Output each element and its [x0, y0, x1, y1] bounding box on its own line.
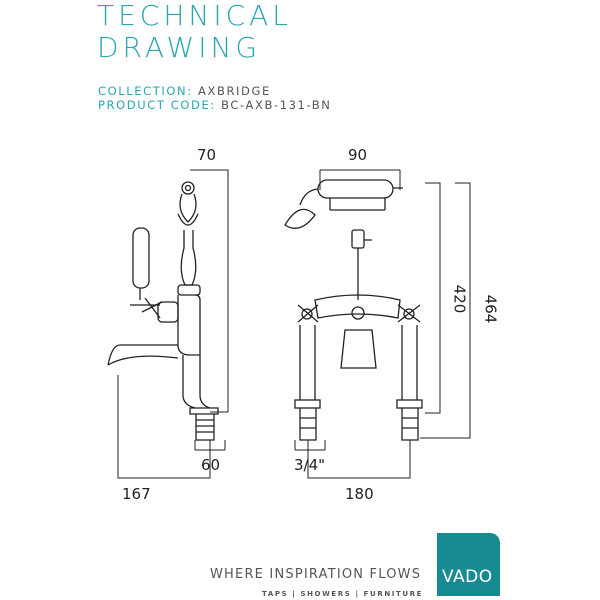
dim-height-total: 464 [481, 294, 500, 324]
dim-front-thread: 3/4" [294, 456, 326, 474]
product-code-value: BC-AXB-131-BN [221, 98, 332, 112]
dim-height-inner: 420 [450, 284, 469, 314]
collection-row: COLLECTION: AXBRIDGE [98, 84, 271, 98]
tagline: WHERE INSPIRATION FLOWS [210, 567, 422, 582]
product-code-row: PRODUCT CODE: BC-AXB-131-BN [98, 98, 332, 112]
subline: TAPS | SHOWERS | FURNITURE [262, 590, 424, 598]
dim-side-reach: 167 [122, 485, 151, 503]
product-code-label: PRODUCT CODE: [98, 98, 216, 112]
title-line-1: TECHNICAL [97, 0, 292, 32]
dim-front-centres: 180 [345, 485, 374, 503]
dim-side-base: 60 [201, 456, 221, 474]
dim-side-top: 70 [197, 146, 217, 164]
logo-text: VADO [442, 567, 493, 587]
collection-value: AXBRIDGE [198, 84, 271, 98]
vado-logo: VADO [437, 533, 500, 596]
dimension-lines [117, 169, 471, 479]
dim-front-top: 90 [348, 146, 368, 164]
title-line-2: DRAWING [97, 31, 262, 64]
front-view-tap [284, 179, 423, 441]
collection-label: COLLECTION: [98, 84, 193, 98]
side-view-tap [107, 181, 219, 441]
